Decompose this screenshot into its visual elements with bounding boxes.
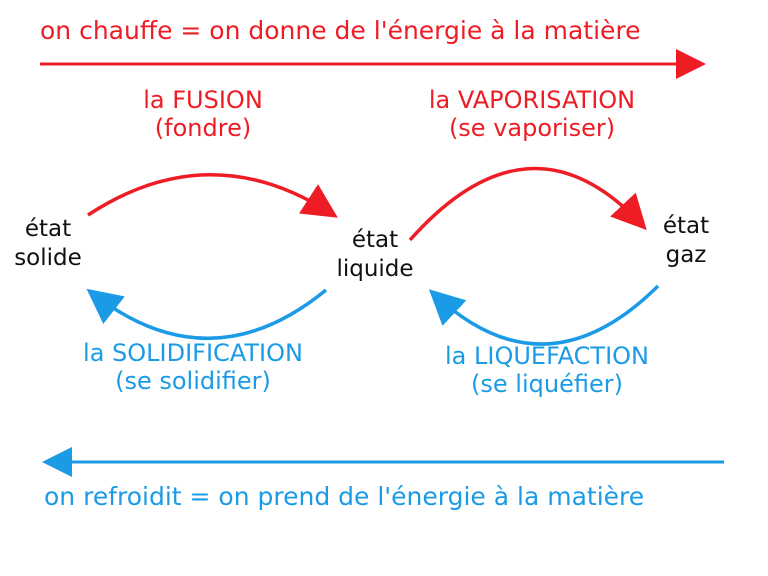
liquefaction-name: la LIQUEFACTION xyxy=(444,342,650,370)
heating-banner: on chauffe = on donne de l'énergie à la … xyxy=(40,16,641,45)
solidification-arrow xyxy=(86,288,328,340)
state-liquid: état liquide xyxy=(336,226,413,284)
state-gas: état gaz xyxy=(663,212,709,270)
fusion-name: la FUSION xyxy=(143,86,263,114)
liquefaction-verb: (se liquéfier) xyxy=(471,370,623,399)
fusion-label: la FUSION (fondre) xyxy=(143,86,263,143)
solidification-verb: (se solidifier) xyxy=(115,367,271,396)
fusion-arrow xyxy=(87,173,338,218)
state-solid-line1: état xyxy=(24,216,72,242)
fusion-verb: (fondre) xyxy=(154,114,252,143)
liquefaction-arrow xyxy=(428,284,660,346)
solidification-name: la SOLIDIFICATION xyxy=(83,339,303,367)
cooling-banner: on refroidit = on prend de l'énergie à l… xyxy=(44,482,645,511)
state-liquid-line2: liquide xyxy=(336,255,414,282)
solidification-label: la SOLIDIFICATION (se solidifier) xyxy=(83,339,303,396)
vaporisation-label: la VAPORISATION (se vaporiser) xyxy=(429,86,635,143)
state-gas-line2: gaz xyxy=(665,241,707,268)
state-solid: état solide xyxy=(14,215,82,273)
vaporisation-arrow xyxy=(408,166,647,242)
state-solid-line2: solide xyxy=(14,244,82,271)
state-liquid-line1: état xyxy=(351,227,399,253)
liquefaction-label: la LIQUEFACTION (se liquéfier) xyxy=(445,342,649,399)
vaporisation-verb: (se vaporiser) xyxy=(448,114,616,143)
state-gas-line1: état xyxy=(662,213,710,239)
vaporisation-name: la VAPORISATION xyxy=(428,86,636,114)
